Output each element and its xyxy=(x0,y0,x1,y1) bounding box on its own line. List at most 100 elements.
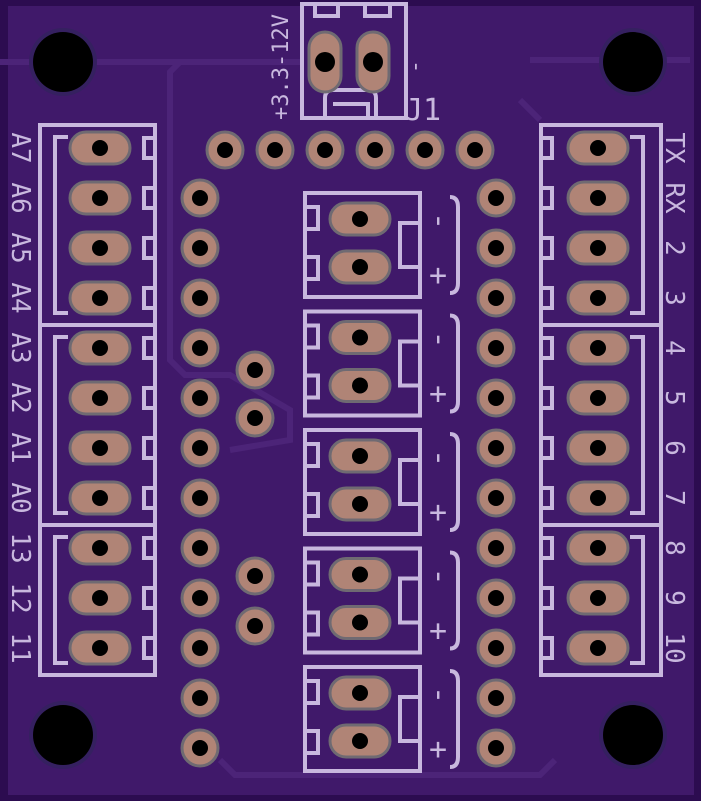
drill-hole xyxy=(92,540,108,556)
drill-hole xyxy=(92,640,108,656)
drill-hole xyxy=(590,390,606,406)
drill-hole xyxy=(590,240,606,256)
drill-hole xyxy=(92,140,108,156)
terminal-tab xyxy=(142,486,157,510)
terminal-tab xyxy=(142,436,157,460)
left-terminal-label: A4 xyxy=(5,282,35,313)
drill-hole xyxy=(488,340,504,356)
drill-hole xyxy=(352,614,368,631)
drill-hole xyxy=(192,440,208,456)
output-plus-label: + xyxy=(429,614,447,649)
terminal-block-latch xyxy=(53,135,68,315)
drill-hole xyxy=(590,140,606,156)
terminal-block-latch xyxy=(630,335,645,515)
drill-hole xyxy=(192,740,208,756)
right-terminal-label: 2 xyxy=(659,240,689,256)
output-connector-outline xyxy=(303,309,422,418)
terminal-block-latch xyxy=(53,335,68,515)
left-terminal-label: A2 xyxy=(5,382,35,413)
output-minus-label: - xyxy=(422,330,457,348)
drill-hole xyxy=(352,496,368,512)
terminal-tab xyxy=(142,186,157,210)
output-minus-label: - xyxy=(422,212,457,230)
right-terminal-label: 8 xyxy=(659,540,689,556)
output-connector-outline xyxy=(303,191,422,299)
mounting-hole xyxy=(603,32,663,92)
drill-hole xyxy=(92,240,108,256)
mounting-hole xyxy=(603,705,663,765)
terminal-tab xyxy=(142,386,157,410)
terminal-tab xyxy=(539,236,554,260)
output-plus-label: + xyxy=(429,258,447,293)
output-connector-tabs xyxy=(305,560,320,637)
mounting-hole xyxy=(33,32,93,92)
terminal-tab xyxy=(539,486,554,510)
output-plus-label: + xyxy=(429,732,447,767)
traces xyxy=(0,57,690,778)
left-terminal-label: 11 xyxy=(5,632,35,663)
drill-hole xyxy=(352,329,368,346)
j1-polarity-mark: - xyxy=(404,60,429,73)
drill-hole xyxy=(192,390,208,406)
output-connector-key xyxy=(398,339,420,388)
output-connector-bracket xyxy=(449,195,460,295)
output-minus-label: - xyxy=(422,567,457,585)
drill-hole xyxy=(92,390,108,406)
output-connector-tabs xyxy=(305,323,320,400)
left-terminal-label: 12 xyxy=(5,582,35,613)
drill-hole xyxy=(488,640,504,656)
left-terminal-label: A3 xyxy=(5,332,35,363)
drill-hole xyxy=(247,618,263,634)
drill-hole xyxy=(590,490,606,506)
j1-key xyxy=(323,88,378,118)
terminal-tab xyxy=(142,136,157,160)
output-connector-tabs xyxy=(305,442,320,518)
right-terminal-label: 9 xyxy=(659,590,689,606)
terminal-tab xyxy=(539,636,554,660)
terminal-block-latch xyxy=(53,535,68,665)
drill-hole xyxy=(92,490,108,506)
j1-outline xyxy=(300,2,408,120)
right-terminal-label: RX xyxy=(659,182,689,214)
drill-hole xyxy=(352,377,368,394)
drill-hole xyxy=(192,640,208,656)
drill-hole xyxy=(92,590,108,606)
drill-hole xyxy=(590,540,606,556)
mounting-hole xyxy=(33,705,93,765)
drill-hole xyxy=(92,290,108,306)
output-connector-outline xyxy=(303,546,422,655)
terminal-block-latch xyxy=(630,535,645,665)
drill-hole xyxy=(352,448,368,464)
drill-hole xyxy=(352,211,368,227)
drill-hole xyxy=(488,540,504,556)
voltage-label: +3.3-12V xyxy=(269,14,294,120)
drill-hole xyxy=(488,590,504,606)
drill-hole xyxy=(92,340,108,356)
drill-hole xyxy=(192,590,208,606)
terminal-tab xyxy=(539,336,554,360)
terminal-tab xyxy=(539,436,554,460)
output-minus-label: - xyxy=(422,686,457,704)
drill-hole xyxy=(192,290,208,306)
output-connector-bracket xyxy=(449,313,460,414)
terminal-tab xyxy=(142,586,157,610)
drill-hole xyxy=(192,540,208,556)
drill-hole xyxy=(247,568,263,584)
drill-hole xyxy=(352,566,368,583)
drill-hole xyxy=(590,290,606,306)
output-connector-tabs xyxy=(305,679,320,755)
drill-hole xyxy=(590,640,606,656)
output-connector-key xyxy=(398,576,420,625)
output-plus-label: + xyxy=(429,377,447,412)
drill-hole xyxy=(488,190,504,206)
output-connector-outline xyxy=(303,428,422,536)
drill-hole xyxy=(488,740,504,756)
right-terminal-label: 10 xyxy=(659,632,689,663)
terminal-tab xyxy=(142,636,157,660)
output-connector-key xyxy=(398,221,420,269)
right-terminal-label: 6 xyxy=(659,440,689,456)
drill-hole xyxy=(488,440,504,456)
terminal-tab xyxy=(539,186,554,210)
